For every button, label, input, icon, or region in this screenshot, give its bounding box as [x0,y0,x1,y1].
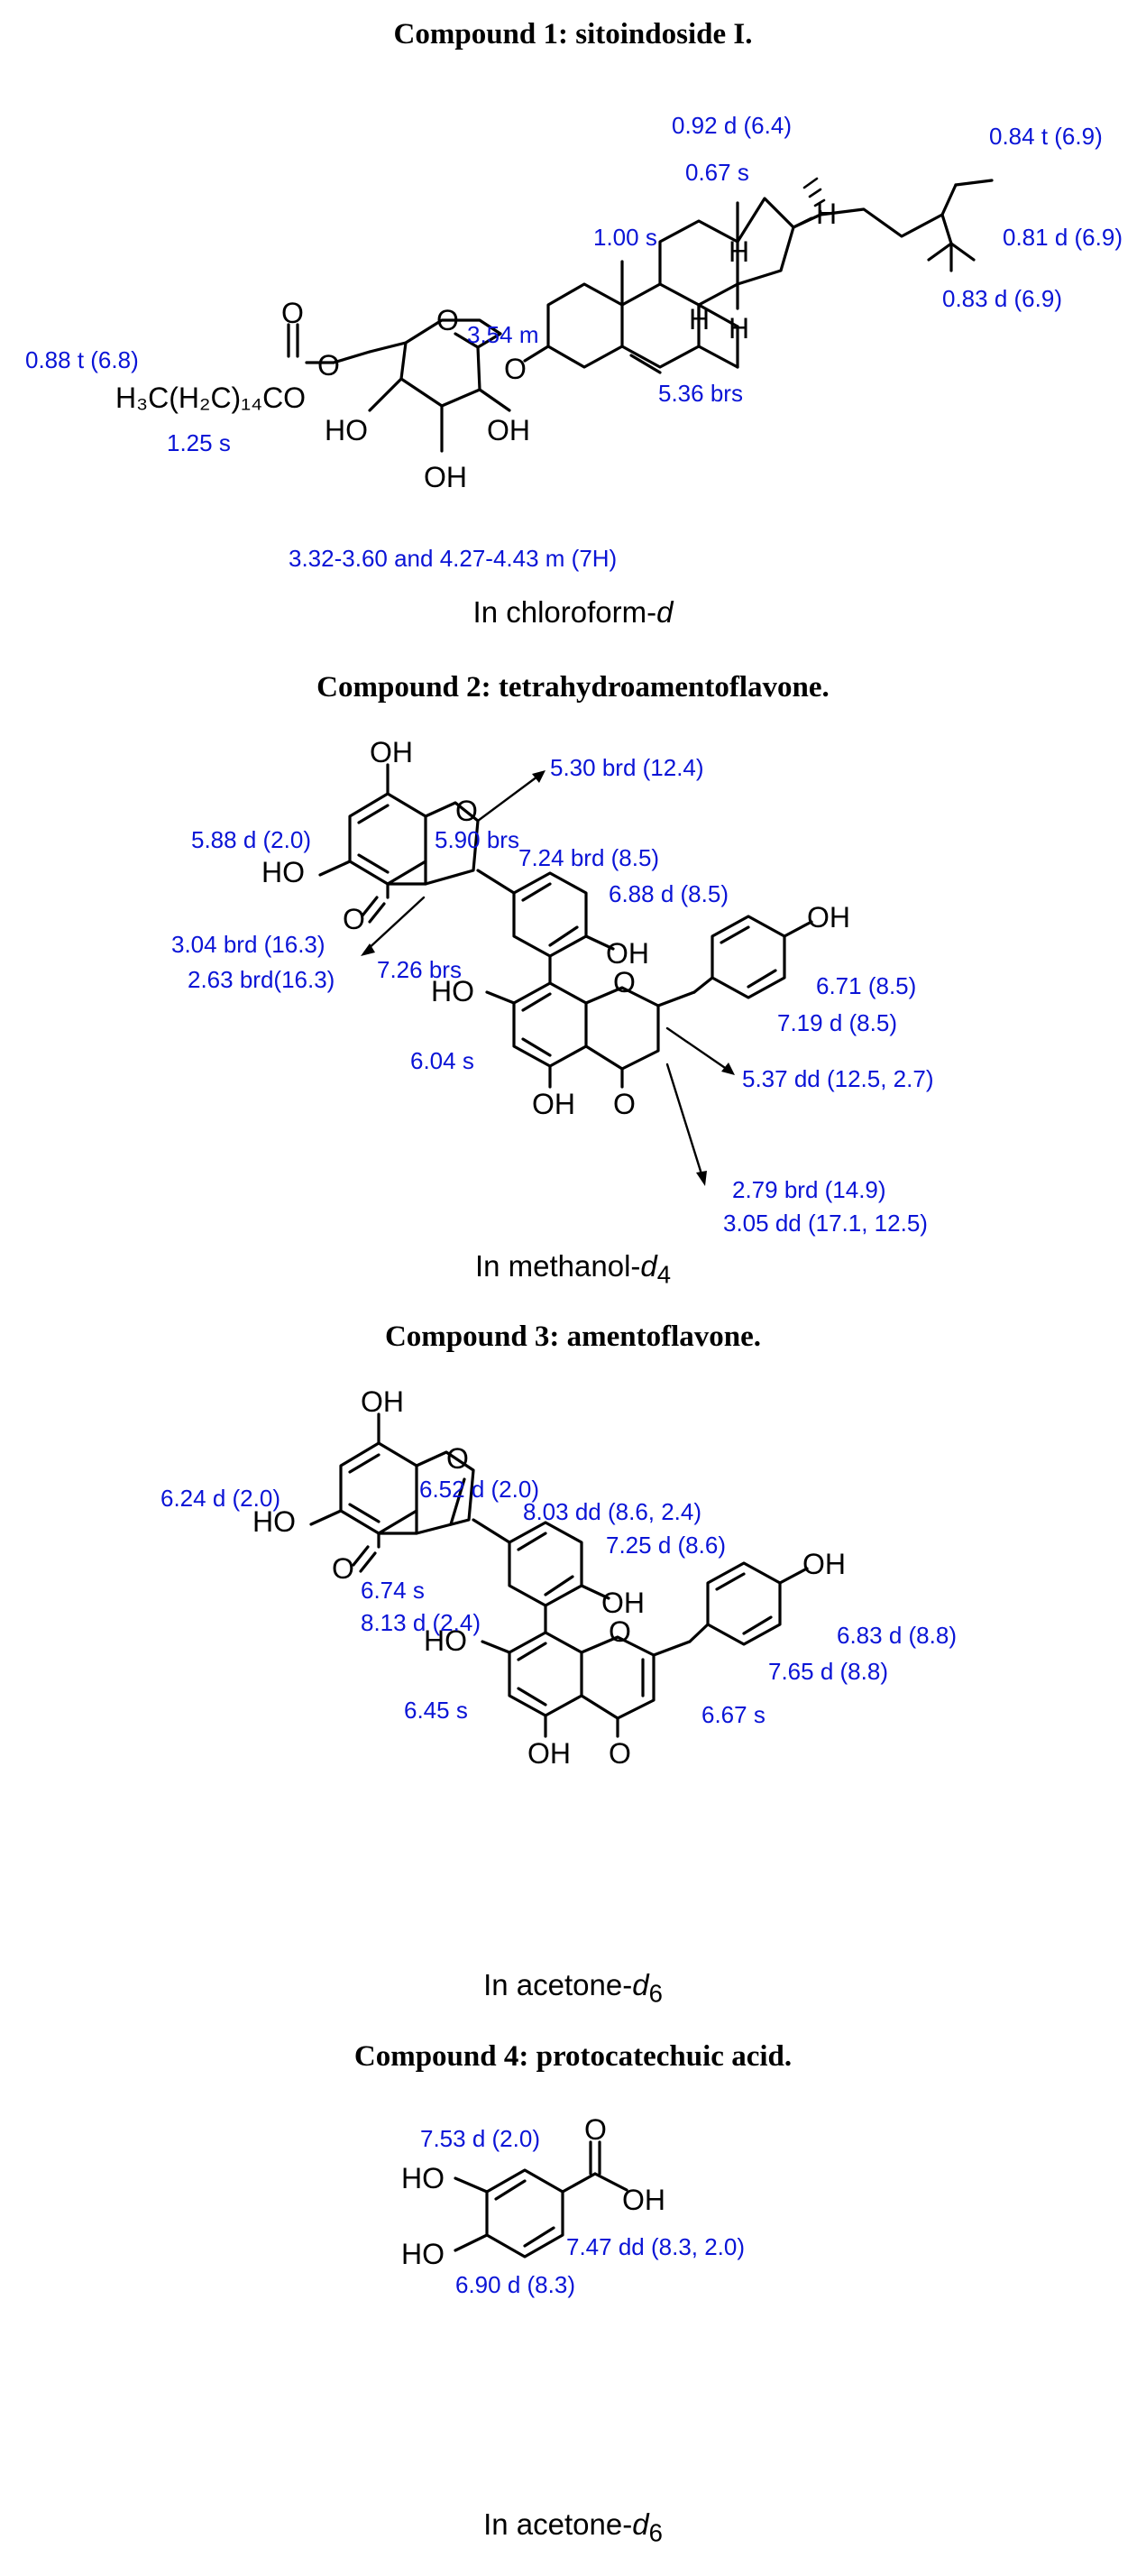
oh-4p: OH [606,937,649,970]
d-ring [692,915,813,999]
oh-4ppp: OH [802,1548,846,1580]
h-c8: H [729,235,749,268]
hydroxyl-c2: OH [487,414,530,446]
flavone-unit-c [481,1631,692,1738]
nmr-label: 5.88 d (2.0) [191,826,311,853]
carbonyl-oxygen: O [584,2113,607,2146]
nmr-label: 7.24 brd (8.5) [518,844,659,871]
ring-oxygen-unit2: O [613,966,636,998]
oh-4ppp: OH [807,901,850,934]
link-oxygen: O [504,353,527,385]
oh-5-unit2: OH [527,1737,571,1770]
carbonyl-oxygen: O [332,1552,354,1585]
compound-3-title: Compound 3: amentoflavone. [384,1320,762,1353]
nmr-label: 5.37 dd (12.5, 2.7) [742,1065,933,1092]
nmr-label: 7.26 brs [377,956,462,983]
h-c14: H [729,312,749,345]
fatty-acyl-chain: H₃C(H₂C)₁₄CO [115,382,306,414]
nmr-label: 1.25 s [167,429,231,456]
assignment-arrows [361,770,735,1186]
acid-hydroxyl: OH [622,2184,665,2216]
glucose-ring [287,318,511,453]
nmr-label: 5.30 brd (12.4) [550,754,704,781]
ring-oxygen-unit2: O [609,1615,631,1648]
nmr-label: 2.79 brd (14.9) [732,1176,886,1203]
nmr-label: 7.65 d (8.8) [768,1658,888,1685]
ring-oxygen: O [446,1442,469,1475]
benzoic-acid [454,2140,628,2259]
compound-2-solvent: In methanol-d4 [474,1249,672,1289]
nmr-label: 0.84 t (6.9) [989,123,1103,150]
b-ring [472,1518,610,1634]
nmr-label: 7.47 dd (8.3, 2.0) [566,2233,745,2260]
carbonyl-oxygen-unit2: O [609,1737,631,1770]
nmr-label: 3.05 dd (17.1, 12.5) [723,1210,928,1237]
b-ring [476,869,615,985]
h-c17: H [816,198,837,230]
nmr-label: 1.00 s [593,224,657,251]
nmr-label: 6.71 (8.5) [816,972,916,999]
oh-7: OH [370,736,413,768]
h-c9: H [689,303,710,336]
flavanone-unit-c [485,981,696,1089]
nmr-label: 8.13 d (2.4) [361,1609,481,1636]
compound-1-title: Compound 1: sitoindoside I. [393,18,753,51]
nmr-label: 0.67 s [685,159,749,186]
nmr-label: 3.32-3.60 and 4.27-4.43 m (7H) [289,545,617,572]
ho-5: HO [261,856,305,888]
steroid-skeleton [523,177,994,374]
compound-1-structure: O H H H H O O H₃C(H₂C)₁₄CO O HO OH OH 0.… [25,112,1123,572]
nmr-label: 2.63 brd(16.3) [188,966,335,993]
nmr-label: 0.92 d (6.4) [672,112,792,139]
compound-2-title: Compound 2: tetrahydroamentoflavone. [316,671,830,704]
hydroxyl-4: HO [401,2238,445,2270]
compound-3-structure: OH HO O O OH HO O OH O OH 6.24 d (2.0) 6… [160,1385,957,1770]
nmr-label: 6.04 s [410,1047,474,1074]
nmr-label: 7.53 d (2.0) [420,2125,540,2152]
oh-5-unit2: OH [532,1088,575,1120]
nmr-label: 6.83 d (8.8) [837,1622,957,1649]
oh-7: OH [361,1385,404,1418]
compound-4-structure: O OH HO HO 7.53 d (2.0) 7.47 dd (8.3, 2.… [401,2113,745,2298]
nmr-label: 7.19 d (8.5) [777,1009,897,1036]
nmr-label: 6.74 s [361,1577,425,1604]
ring-oxygen: O [436,304,459,336]
ho-5: HO [252,1505,296,1538]
ho-7-unit2: HO [431,975,474,1007]
flavanone-unit-a [318,763,480,924]
hydroxyl-c4: HO [325,414,368,446]
d-ring [688,1561,809,1646]
ring-oxygen: O [455,795,478,827]
nmr-label: 6.90 d (8.3) [455,2271,575,2298]
c20-hash [802,177,826,216]
nmr-label: 5.36 brs [658,380,743,407]
nmr-label: 7.25 d (8.6) [606,1532,726,1559]
compound-1-solvent: In chloroform-d [472,595,674,629]
nmr-label: 5.90 brs [435,826,519,853]
nmr-label: 0.83 d (6.9) [942,285,1062,312]
compound-4-solvent: In acetone-d6 [483,2507,663,2547]
nmr-label: 6.45 s [404,1697,468,1724]
nmr-label: 0.88 t (6.8) [25,346,139,373]
nmr-label: 3.54 m [467,321,539,348]
compound-4-title: Compound 4: protocatechuic acid. [353,2040,793,2073]
carbonyl-oxygen: O [343,903,365,935]
oh-4p: OH [601,1587,645,1619]
ho-7-unit2: HO [424,1624,467,1657]
hydroxyl-c3: OH [424,461,467,493]
nmr-label: 6.88 d (8.5) [609,880,729,907]
nmr-label: 6.24 d (2.0) [160,1485,280,1512]
compound-3-solvent: In acetone-d6 [483,1968,663,2008]
flavone-unit-a [309,1412,475,1573]
carbonyl-oxygen: O [281,297,304,329]
nmr-label: 3.04 brd (16.3) [171,931,325,958]
nmr-label: 6.67 s [701,1701,766,1728]
nmr-label: 0.81 d (6.9) [1003,224,1123,251]
nmr-label: 6.52 d (2.0) [419,1476,539,1503]
compound-2-structure: OH HO O O OH HO O OH O OH [171,736,933,1237]
ester-oxygen: O [317,349,340,382]
carbonyl-oxygen-unit2: O [613,1088,636,1120]
hydroxyl-3: HO [401,2162,445,2194]
nmr-label: 8.03 dd (8.6, 2.4) [523,1498,701,1525]
